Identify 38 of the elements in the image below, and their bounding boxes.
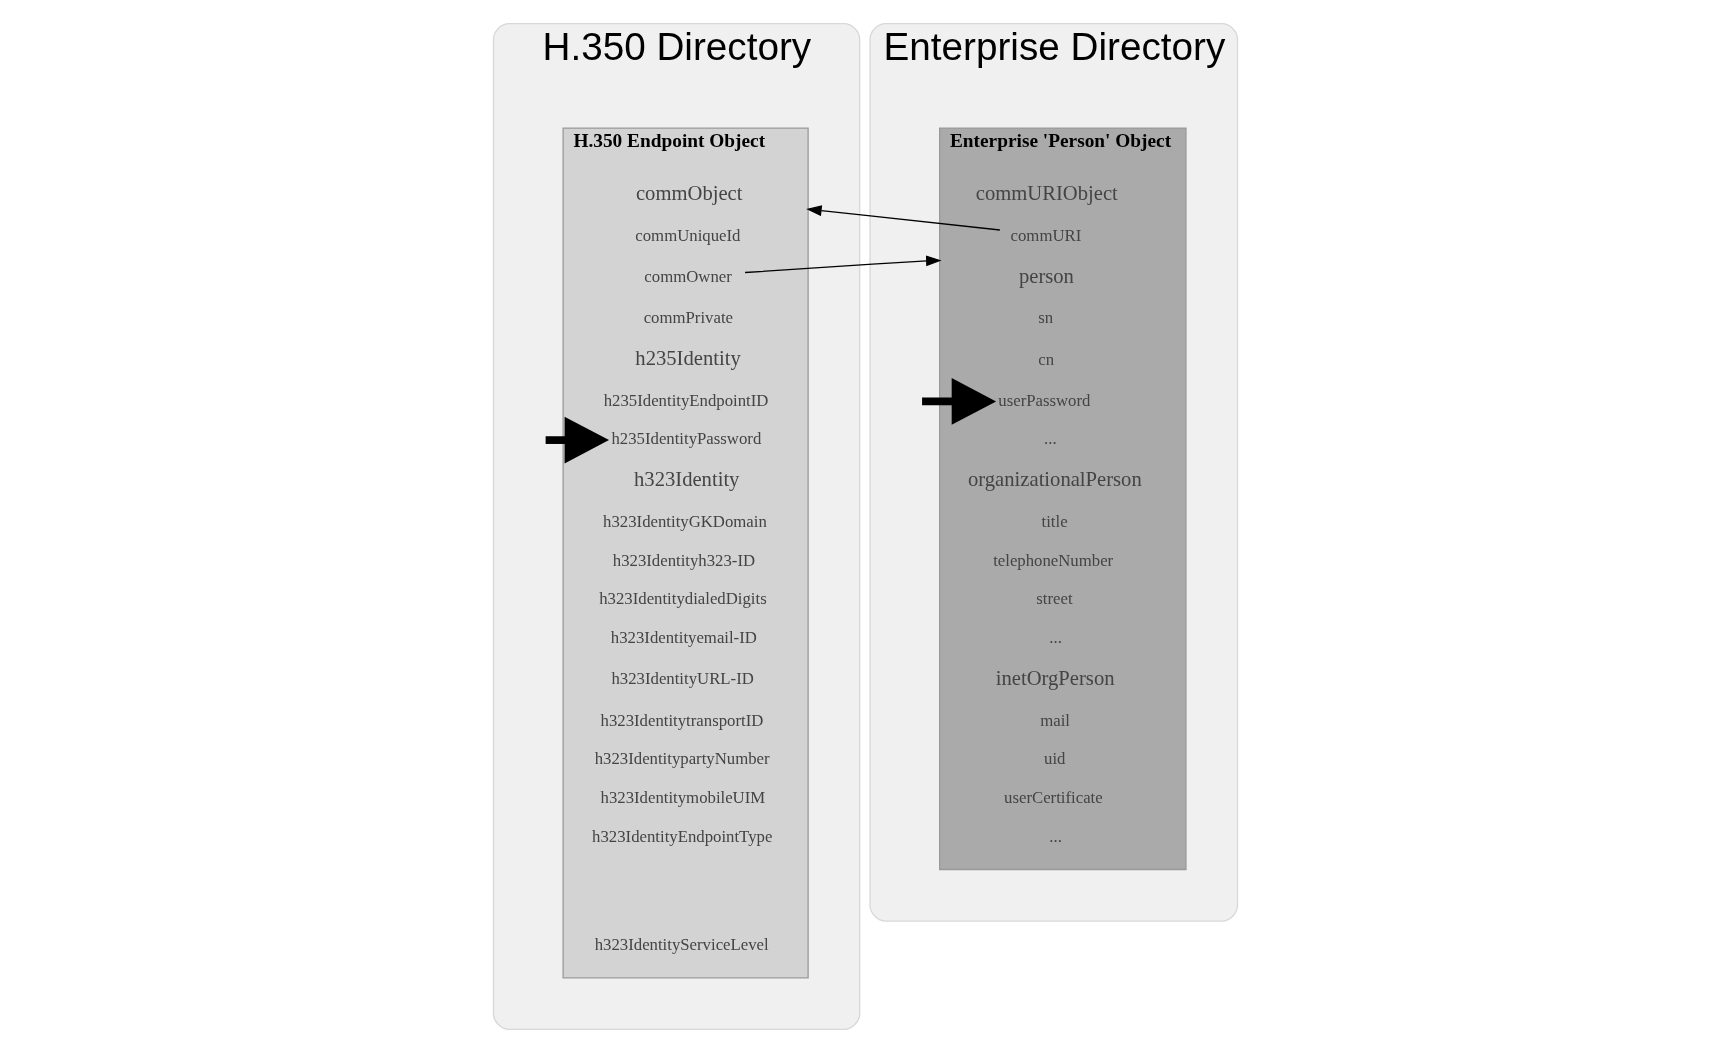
node-text: ... xyxy=(1049,628,1062,648)
node-text: organizationalPerson xyxy=(968,468,1142,491)
node-text: h323Identity xyxy=(634,468,740,491)
node-text: title xyxy=(1041,512,1068,532)
node-text: street xyxy=(1036,589,1073,609)
node-text: commObject xyxy=(635,181,743,204)
node-text: h323IdentityURL-ID xyxy=(611,669,754,689)
node-text: h323IdentityGKDomain xyxy=(603,512,767,532)
node-text: commURIObject xyxy=(975,181,1118,204)
node-text: person xyxy=(1018,264,1074,287)
node-text: telephoneNumber xyxy=(993,550,1114,570)
node-text: h235IdentityEndpointID xyxy=(603,390,769,410)
node-text: h323IdentitymobileUIM xyxy=(600,787,766,807)
arrow xyxy=(806,205,1001,231)
node-text: sn xyxy=(1038,308,1054,328)
node-text: h323IdentitydialedDigits xyxy=(599,589,767,609)
node-text: commUniqueId xyxy=(635,225,741,245)
node-text: userCertificate xyxy=(1004,787,1103,807)
node-text: ... xyxy=(1049,826,1062,846)
node-text: h235IdentityPassword xyxy=(611,429,762,449)
node-text: uid xyxy=(1044,749,1066,769)
node-text: h323IdentitypartyNumber xyxy=(594,749,770,769)
arrow xyxy=(922,378,997,425)
node-text: h323Identityemail-ID xyxy=(610,628,757,648)
node-text: commPrivate xyxy=(643,308,734,328)
node-text: userPassword xyxy=(998,390,1091,410)
node-text: inetOrgPerson xyxy=(995,666,1115,689)
node-text: h235Identity xyxy=(635,347,741,370)
arrow xyxy=(744,255,942,274)
node-text: h323IdentityEndpointType xyxy=(592,826,773,846)
node-text: mail xyxy=(1040,710,1071,730)
node-text: h323Identityh323-ID xyxy=(612,550,756,570)
node-text: h323IdentitytransportID xyxy=(600,710,764,730)
node-text: commOwner xyxy=(644,267,732,287)
node-text: commURI xyxy=(1010,225,1082,245)
node-text: ... xyxy=(1044,429,1057,449)
node-text: h323IdentityServiceLevel xyxy=(594,934,769,954)
node-text: cn xyxy=(1038,349,1055,369)
